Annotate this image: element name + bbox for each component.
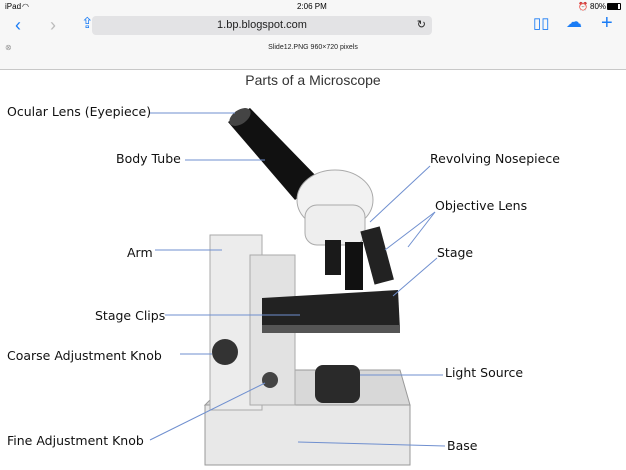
address-bar[interactable]: 1.bp.blogspot.com ↻ — [92, 16, 432, 35]
bookmarks-icon[interactable]: ▯▯ — [533, 15, 550, 32]
icloud-tabs-icon[interactable]: ☁ — [566, 14, 582, 31]
forward-icon[interactable]: › — [50, 15, 56, 35]
url-text: 1.bp.blogspot.com — [217, 19, 307, 31]
label-base: Base — [447, 438, 478, 453]
status-bar: iPad ◠ 2:06 PM ⏰ 80% — [0, 0, 626, 14]
pointer-objective-1 — [384, 211, 436, 251]
label-stage-clips: Stage Clips — [95, 308, 166, 323]
microscope-drawing — [203, 108, 411, 466]
label-body-tube: Body Tube — [116, 151, 181, 166]
label-coarse-knob: Coarse Adjustment Knob — [7, 348, 162, 363]
pointer-lines — [149, 112, 446, 447]
alarm-icon: ⏰ — [578, 2, 588, 11]
page-title: Parts of a Microscope — [245, 72, 381, 88]
label-nosepiece: Revolving Nosepiece — [430, 151, 560, 166]
pointer-nosepiece — [369, 165, 431, 223]
label-stage: Stage — [437, 245, 474, 260]
label-ocular-lens: Ocular Lens (Eyepiece) — [7, 104, 152, 119]
label-arm: Arm — [127, 245, 153, 260]
browser-toolbar: ‹ › ⇪ 1.bp.blogspot.com ↻ ▯▯ ☁ + ⊗ Slide… — [0, 12, 626, 70]
pointer-objective-2 — [407, 211, 436, 248]
label-objective-lens: Objective Lens — [435, 198, 528, 213]
label-fine-knob: Fine Adjustment Knob — [7, 433, 144, 448]
device-label: iPad — [5, 2, 22, 11]
pointer-base — [297, 441, 446, 447]
wifi-icon: ◠ — [22, 2, 29, 11]
label-light-source: Light Source — [445, 365, 524, 380]
share-icon[interactable]: ⇪ — [81, 15, 94, 32]
close-tab-icon[interactable]: ⊗ — [5, 43, 12, 52]
reload-icon[interactable]: ↻ — [416, 19, 426, 31]
pointer-fine — [149, 382, 266, 441]
new-tab-icon[interactable]: + — [601, 12, 613, 34]
clock: 2:06 PM — [297, 2, 327, 11]
battery-percent: 80% — [590, 2, 607, 11]
pointer-stage — [392, 257, 438, 297]
tab-title[interactable]: Slide12.PNG 960×720 pixels — [268, 44, 358, 51]
back-icon[interactable]: ‹ — [15, 15, 21, 35]
battery-icon — [607, 3, 621, 10]
